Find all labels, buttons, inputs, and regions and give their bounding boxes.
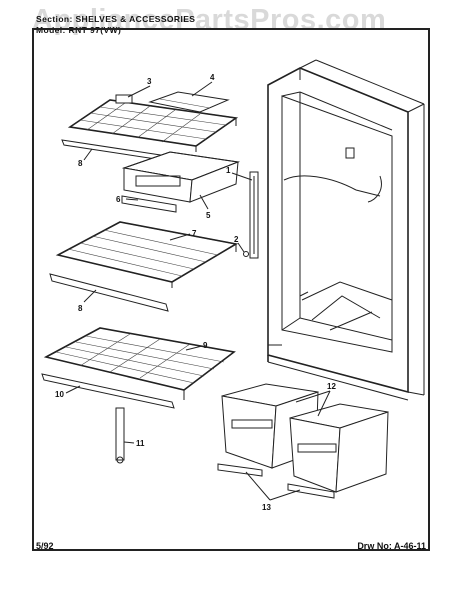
callout-labels: 3 4 8 6 5 1 2 7 8 9 10 11 12 13 — [55, 73, 336, 512]
drawing-number: Drw No: A-46-11 — [357, 541, 426, 551]
callout-6: 6 — [116, 195, 121, 204]
callout-1: 1 — [226, 166, 231, 175]
callout-10: 10 — [55, 390, 64, 399]
revision-date: 5/92 — [36, 541, 54, 551]
model-title: Model: RNT 97(VW) — [36, 25, 122, 35]
crisper-drawers — [217, 383, 389, 499]
callout-13: 13 — [262, 503, 271, 512]
callout-8-top: 8 — [78, 159, 83, 168]
section-title: Section: SHELVES & ACCESSORIES — [36, 14, 196, 24]
diagram-frame — [32, 28, 430, 551]
callout-9: 9 — [203, 341, 208, 350]
callout-11: 11 — [136, 439, 145, 448]
shelf-bracket — [243, 171, 259, 259]
callout-2: 2 — [234, 235, 239, 244]
callout-8-middle: 8 — [78, 304, 83, 313]
leader-lines — [65, 81, 331, 501]
callout-12: 12 — [327, 382, 336, 391]
refrigerator-cabinet — [267, 59, 425, 401]
meat-pan-assembly — [121, 151, 240, 213]
top-shelf-assembly — [61, 91, 239, 164]
callout-7: 7 — [192, 229, 197, 238]
watermark: AppliancePartsPros.com — [32, 4, 387, 36]
middle-shelf-assembly — [49, 221, 239, 312]
callout-4: 4 — [210, 73, 215, 82]
callout-5: 5 — [206, 211, 211, 220]
crisper-cover-assembly — [41, 327, 236, 464]
callout-3: 3 — [147, 77, 152, 86]
